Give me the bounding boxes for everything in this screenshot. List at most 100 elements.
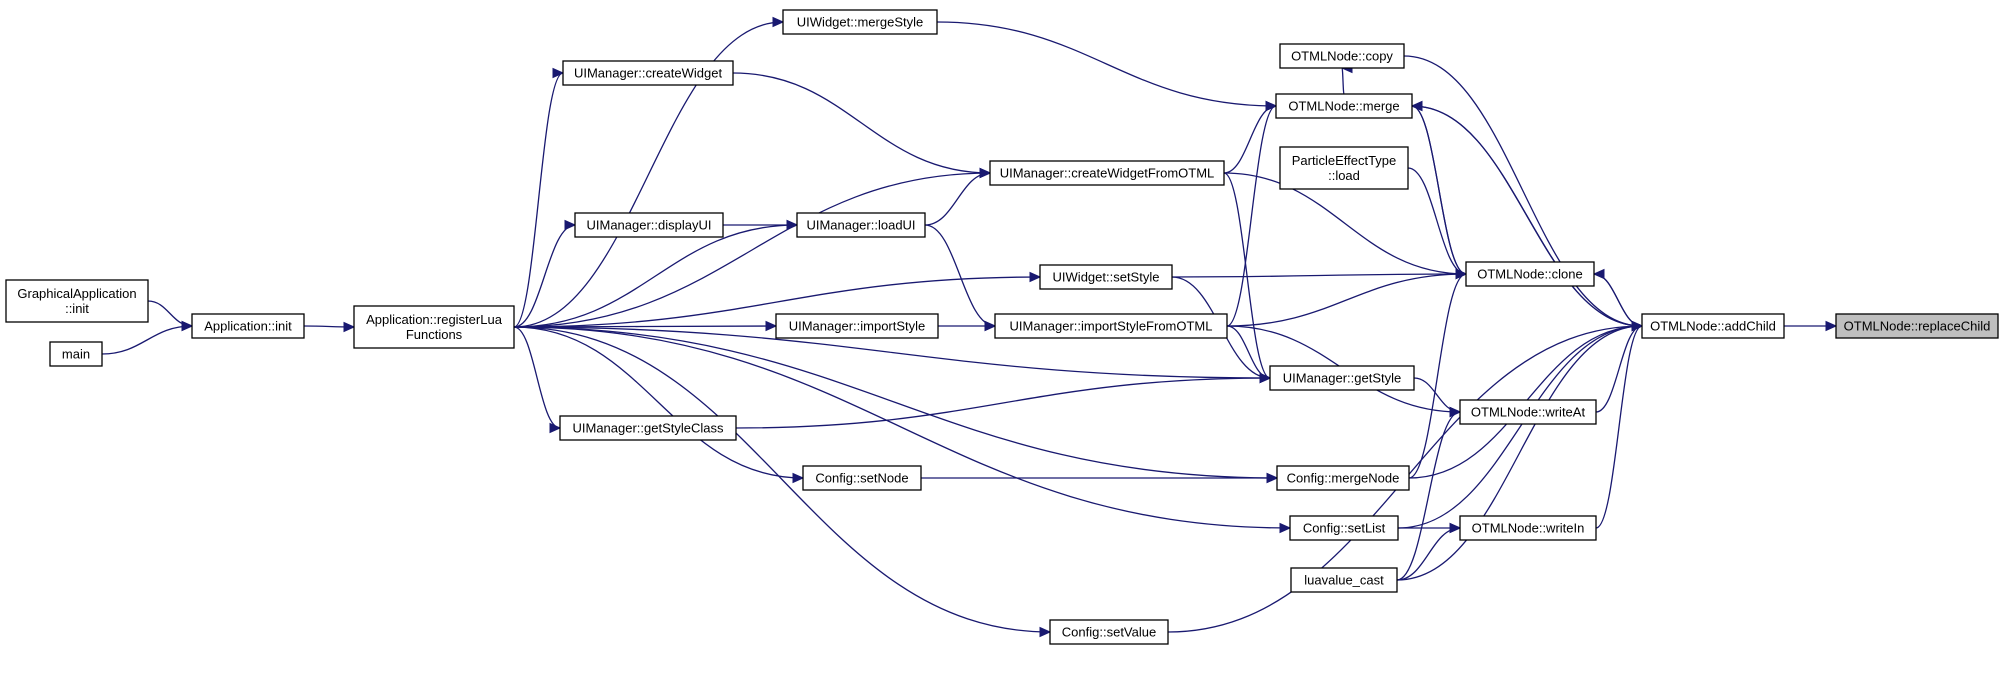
node-setNode[interactable]: Config::setNode [802, 465, 922, 491]
edge-setList-to-addChild [1397, 325, 1643, 529]
node-box-registerLua[interactable] [353, 305, 515, 349]
edge-createWidgetFromOTML-to-clone [1223, 172, 1467, 275]
node-importStyleFromOTML[interactable]: UIManager::importStyleFromOTML [994, 313, 1228, 339]
node-getStyle[interactable]: UIManager::getStyle [1269, 365, 1415, 391]
arrowhead-appInit-to-registerLua [343, 321, 356, 333]
node-label-getStyle-0: UIManager::getStyle [1283, 371, 1402, 386]
node-main[interactable]: main [49, 341, 103, 367]
arrowhead-registerLua-to-mergeNode [1266, 472, 1279, 484]
node-box-setValue[interactable] [1049, 619, 1169, 645]
node-setStyle[interactable]: UIWidget::setStyle [1039, 264, 1173, 290]
node-box-gfxInit[interactable] [5, 279, 149, 323]
node-box-merge[interactable] [1275, 93, 1413, 119]
edge-merge-to-copy [1341, 67, 1345, 95]
edge-registerLua-to-createWidgetFromOTML [513, 172, 991, 328]
node-box-getStyleClass[interactable] [559, 415, 737, 441]
node-loadUI[interactable]: UIManager::loadUI [796, 212, 926, 238]
node-box-setStyle[interactable] [1039, 264, 1173, 290]
node-label-replaceChild-0: OTMLNode::replaceChild [1844, 319, 1991, 334]
node-label-importStyleFromOTML-0: UIManager::importStyleFromOTML [1010, 319, 1213, 334]
node-getStyleClass[interactable]: UIManager::getStyleClass [559, 415, 737, 441]
edge-addChild-to-merge [1411, 105, 1643, 327]
arrowhead-getStyleClass-to-getStyle [1259, 372, 1272, 384]
node-setValue[interactable]: Config::setValue [1049, 619, 1169, 645]
node-setList[interactable]: Config::setList [1289, 515, 1399, 541]
node-box-createWidgetFromOTML[interactable] [989, 160, 1225, 186]
edge-registerLua-to-mergeStyle [513, 21, 784, 328]
edge-registerLua-to-setValue [513, 326, 1051, 633]
node-writeIn[interactable]: OTMLNode::writeIn [1459, 515, 1597, 541]
arrowhead-registerLua-to-setNode [792, 472, 805, 484]
edge-luavalueCast-to-addChild [1396, 325, 1643, 581]
node-addChild[interactable]: OTMLNode::addChild [1641, 313, 1785, 339]
edge-importStyleFromOTML-to-merge [1226, 105, 1277, 327]
node-box-particleLoad[interactable] [1279, 146, 1409, 190]
edge-writeIn-to-addChild [1595, 325, 1643, 529]
node-label-gfxInit-1: ::init [65, 301, 89, 316]
node-label-copy-0: OTMLNode::copy [1291, 49, 1393, 64]
node-createWidget[interactable]: UIManager::createWidget [562, 60, 734, 86]
node-box-writeIn[interactable] [1459, 515, 1597, 541]
node-box-displayUI[interactable] [574, 212, 724, 238]
arrowhead-registerLua-to-importStyle [765, 320, 778, 332]
node-box-createWidget[interactable] [562, 60, 734, 86]
edge-setStyle-to-clone [1171, 273, 1467, 278]
node-box-loadUI[interactable] [796, 212, 926, 238]
node-box-main[interactable] [49, 341, 103, 367]
node-box-addChild[interactable] [1641, 313, 1785, 339]
node-label-mergeStyle-0: UIWidget::mergeStyle [797, 15, 923, 30]
edge-loadUI-to-importStyleFromOTML [924, 224, 996, 327]
node-box-setNode[interactable] [802, 465, 922, 491]
node-displayUI[interactable]: UIManager::displayUI [574, 212, 724, 238]
arrowhead-registerLua-to-loadUI [786, 219, 799, 231]
node-createWidgetFromOTML[interactable]: UIManager::createWidgetFromOTML [989, 160, 1225, 186]
node-box-clone[interactable] [1465, 261, 1595, 287]
node-box-appInit[interactable] [191, 313, 305, 339]
node-box-writeAt[interactable] [1459, 399, 1597, 425]
edge-registerLua-to-getStyle [513, 326, 1271, 379]
node-label-getStyleClass-0: UIManager::getStyleClass [572, 421, 724, 436]
edges-layer [101, 16, 1838, 638]
node-writeAt[interactable]: OTMLNode::writeAt [1459, 399, 1597, 425]
node-box-getStyle[interactable] [1269, 365, 1415, 391]
node-appInit[interactable]: Application::init [191, 313, 305, 339]
node-label-importStyle-0: UIManager::importStyle [789, 319, 926, 334]
arrowhead-registerLua-to-createWidget [552, 67, 565, 79]
node-label-main-0: main [62, 347, 90, 362]
node-box-mergeStyle[interactable] [782, 9, 938, 35]
node-box-luavalueCast[interactable] [1290, 567, 1398, 593]
edge-registerLua-to-setList [513, 326, 1291, 529]
edge-main-to-appInit [101, 325, 193, 355]
node-importStyle[interactable]: UIManager::importStyle [775, 313, 939, 339]
arrowhead-importStyle-to-importStyleFromOTML [984, 320, 997, 332]
node-copy[interactable]: OTMLNode::copy [1279, 43, 1405, 69]
node-replaceChild[interactable]: OTMLNode::replaceChild [1835, 313, 1999, 339]
node-mergeStyle[interactable]: UIWidget::mergeStyle [782, 9, 938, 35]
edge-registerLua-to-importStyle [513, 325, 777, 328]
node-luavalueCast[interactable]: luavalue_cast [1290, 567, 1398, 593]
edge-createWidget-to-createWidgetFromOTML [732, 72, 991, 174]
node-particleLoad[interactable]: ParticleEffectType::load [1279, 146, 1409, 190]
node-gfxInit[interactable]: GraphicalApplication::init [5, 279, 149, 323]
edge-writeAt-to-addChild [1595, 325, 1643, 413]
node-merge[interactable]: OTMLNode::merge [1275, 93, 1413, 119]
arrowhead-registerLua-to-createWidgetFromOTML [979, 167, 992, 179]
node-mergeNode[interactable]: Config::mergeNode [1276, 465, 1410, 491]
arrowhead-registerLua-to-mergeStyle [772, 16, 785, 28]
node-box-replaceChild[interactable] [1835, 313, 1999, 339]
arrowhead-mergeNode-to-clone [1455, 268, 1468, 280]
node-box-importStyleFromOTML[interactable] [994, 313, 1228, 339]
node-label-createWidgetFromOTML-0: UIManager::createWidgetFromOTML [1000, 166, 1215, 181]
node-box-setList[interactable] [1289, 515, 1399, 541]
node-box-importStyle[interactable] [775, 313, 939, 339]
edge-loadUI-to-createWidgetFromOTML [924, 172, 991, 226]
edge-registerLua-to-createWidget [513, 72, 564, 328]
node-box-copy[interactable] [1279, 43, 1405, 69]
node-clone[interactable]: OTMLNode::clone [1465, 261, 1595, 287]
node-box-mergeNode[interactable] [1276, 465, 1410, 491]
arrowhead-registerLua-to-setList [1279, 522, 1292, 534]
arrowhead-importStyleFromOTML-to-merge [1265, 100, 1278, 112]
node-label-mergeNode-0: Config::mergeNode [1287, 471, 1400, 486]
edge-createWidgetFromOTML-to-getStyle [1223, 172, 1271, 379]
